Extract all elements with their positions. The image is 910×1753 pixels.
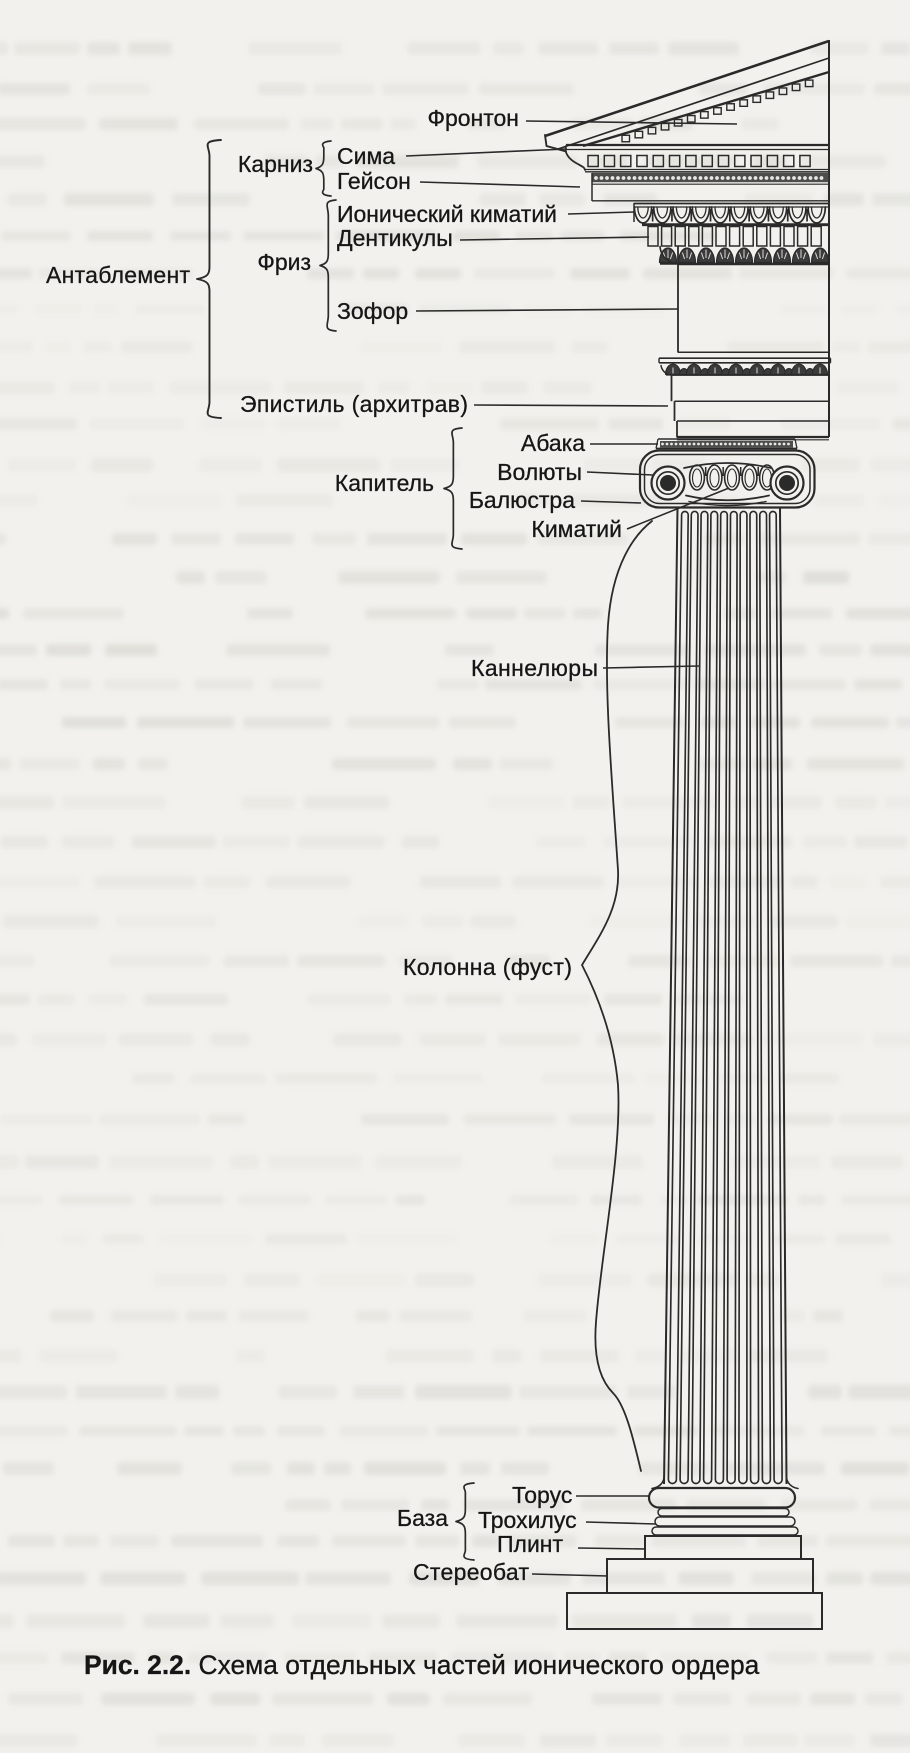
svg-text:Ионический киматий: Ионический киматий (337, 201, 557, 227)
svg-text:Стереобат: Стереобат (413, 1559, 529, 1585)
svg-text:Эпистиль (архитрав): Эпистиль (архитрав) (240, 391, 468, 417)
svg-text:Плинт: Плинт (497, 1531, 564, 1557)
svg-text:Антаблемент: Антаблемент (46, 262, 190, 288)
svg-text:Колонна (фуст): Колонна (фуст) (403, 954, 572, 980)
svg-text:Зофор: Зофор (337, 298, 408, 324)
svg-text:Торус: Торус (512, 1482, 572, 1508)
svg-text:Гейсон: Гейсон (337, 168, 411, 194)
svg-text:Рис. 2.2. Схема отдельных част: Рис. 2.2. Схема отдельных частей ионичес… (84, 1650, 760, 1680)
svg-text:Сима: Сима (337, 143, 395, 169)
svg-text:База: База (397, 1505, 448, 1531)
svg-text:Балюстра: Балюстра (469, 487, 575, 513)
svg-text:Трохилус: Трохилус (478, 1507, 577, 1533)
svg-text:Каннелюры: Каннелюры (471, 655, 598, 681)
svg-text:Фронтон: Фронтон (427, 105, 519, 131)
svg-text:Волюты: Волюты (497, 459, 582, 485)
svg-text:Фриз: Фриз (257, 249, 311, 275)
svg-text:Киматий: Киматий (531, 516, 622, 542)
svg-text:Дентикулы: Дентикулы (337, 225, 453, 251)
svg-text:Капитель: Капитель (335, 470, 434, 496)
svg-text:Карниз: Карниз (238, 151, 313, 177)
svg-text:Абака: Абака (521, 430, 585, 456)
